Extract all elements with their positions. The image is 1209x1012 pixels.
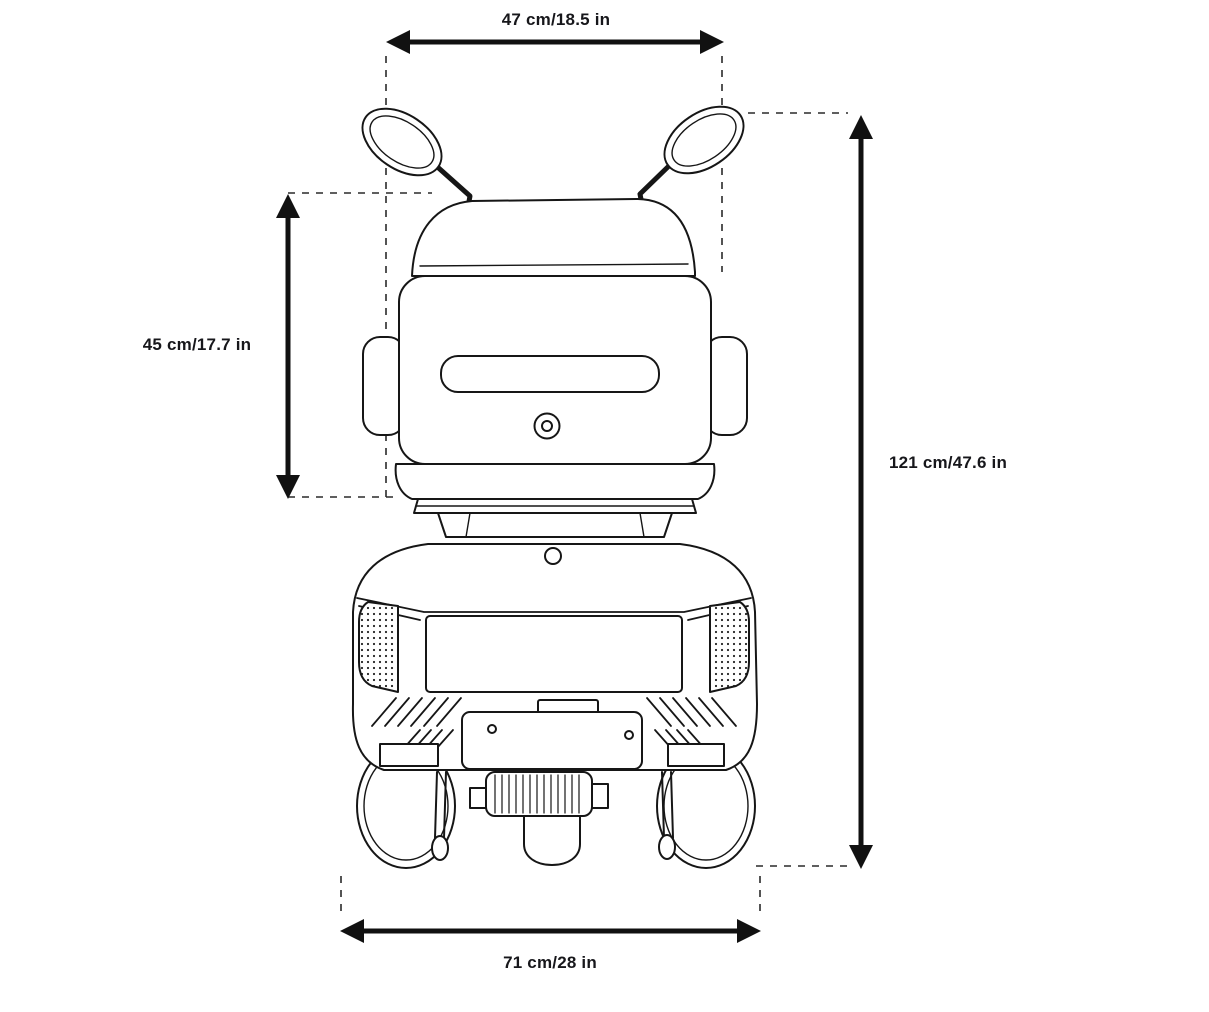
right-anti-tip <box>658 771 676 860</box>
seat-pedestal <box>437 512 673 538</box>
bottom-width-arrow <box>340 919 761 943</box>
left-anti-tip <box>431 771 449 861</box>
seat-height-arrow <box>276 194 300 499</box>
scooter-drawing <box>351 105 758 869</box>
left-rear-wheel <box>356 743 456 869</box>
top-width-arrow <box>386 30 724 54</box>
bottom-width-label: 71 cm/28 in <box>503 953 597 972</box>
total-height-arrow <box>849 115 873 869</box>
seat-height-label: 45 cm/17.7 in <box>142 335 252 354</box>
backrest-lock <box>533 412 561 440</box>
motor-assembly <box>469 771 609 866</box>
seat-top-cap <box>411 198 696 277</box>
right-reflector <box>709 601 750 693</box>
left-bumper-strip <box>379 743 439 767</box>
backrest-handle-slot <box>440 355 660 393</box>
left-reflector <box>358 601 399 693</box>
top-width-label: 47 cm/18.5 in <box>501 10 611 29</box>
deck-knob <box>544 547 562 565</box>
plate-bracket <box>461 711 643 770</box>
left-mirror <box>361 107 443 177</box>
seat-cushion <box>394 463 716 500</box>
right-bumper-strip <box>667 743 725 767</box>
right-mirror <box>663 105 745 175</box>
total-height-label: 121 cm/47.6 in <box>888 453 1008 472</box>
rear-panel-opening <box>425 615 683 693</box>
